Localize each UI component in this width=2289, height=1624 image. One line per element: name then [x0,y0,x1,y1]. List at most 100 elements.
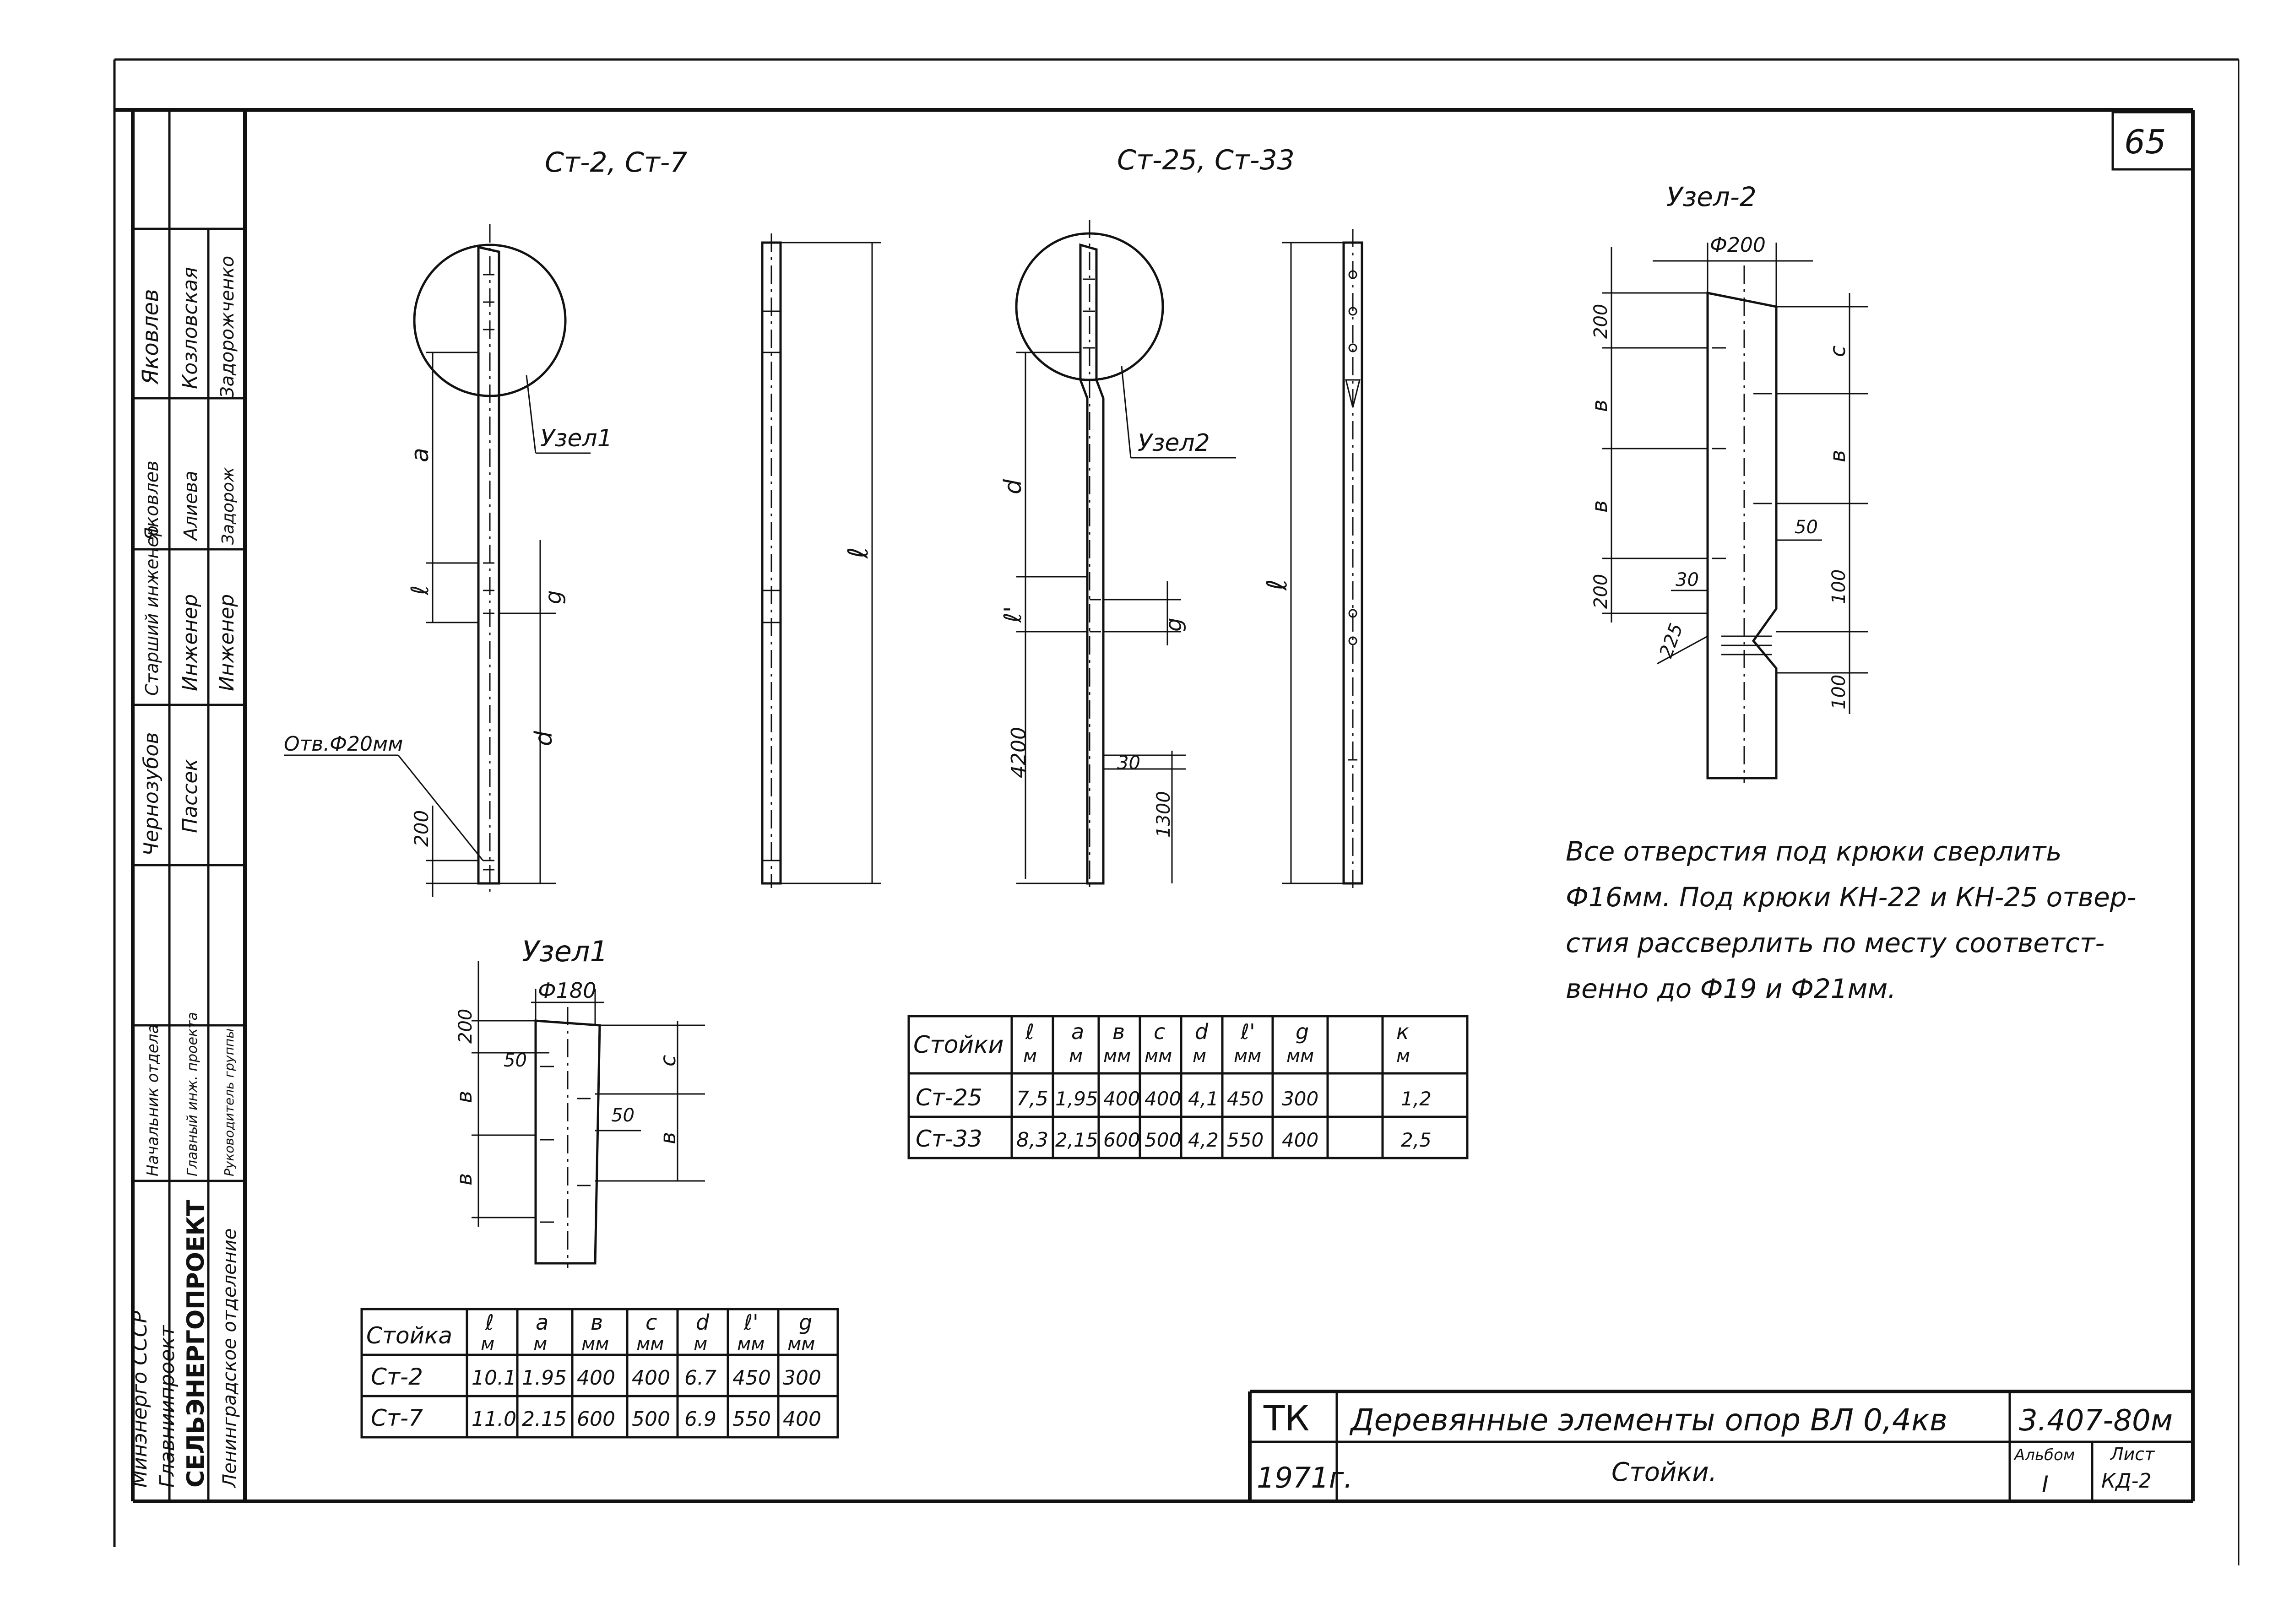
pole-st2-front: Узел1 а ℓ g d 200 Отв.Ф20мм [284,224,613,897]
dim-30-st25: 30 [1117,752,1140,774]
uzel2-b1: в [1587,400,1612,412]
uzel2-detail: Узел-2 Ф200 200 в в 200 с в 50 30 225 10… [1587,181,1868,783]
table-st25-st33: Стойки ℓ м а м в мм с мм d м ℓ' мм g мм … [907,1015,1469,1159]
dim-a-st2: а [407,448,434,462]
general-note: Все отверстия под крюки сверлить Ф16мм. … [1566,836,2137,1004]
note-line-1: Все отверстия под крюки сверлить [1566,836,2062,867]
sidebar-org-1: Минэнерго СССР [128,1311,152,1488]
sidebar-org-2: Главниипроект [156,1325,179,1488]
t2-r0c8: 1,2 [1401,1088,1432,1110]
sidebar-position-3: Инженер [215,594,239,691]
dim-1300-st25: 1300 [1153,791,1174,838]
dim-l1-st25: ℓ' [999,606,1027,623]
sidebar-role-2: Главный инж. проекта [184,1012,201,1176]
title-year: 1971г. [1257,1461,1353,1494]
t2-r1c5: 4,2 [1188,1129,1219,1151]
t2-r1c2: 2,15 [1055,1129,1098,1151]
sidebar-sign-2: Алиева [180,471,201,541]
sidebar-name-1: Яковлев [138,289,163,385]
uzel2-title: Узел-2 [1666,181,1757,212]
t1-r0c4: 400 [632,1366,670,1390]
t2-r1c6: 550 [1227,1129,1264,1151]
t2-r1c4: 500 [1144,1129,1181,1151]
sidebar-name2-2: Пассек [179,758,202,833]
t1-r1c5: 6.9 [684,1407,716,1431]
t1-r0c2: 1.95 [522,1366,567,1390]
uzel1-detail: Узел1 Ф180 200 50 в в с 50 в [452,935,705,1268]
uzel1-50a: 50 [504,1050,527,1071]
t1-r1c4: 500 [632,1407,670,1431]
title-subtitle: Стойки. [1611,1457,1717,1487]
t1-r0c5: 6.7 [684,1366,716,1390]
dim-g-st2: g [541,590,566,604]
uzel2-30: 30 [1676,569,1699,590]
t1-h4: с [645,1310,657,1335]
t1-h6u: мм [737,1334,765,1355]
sidebar-position-2: Инженер [179,594,202,691]
t1-r0c1: 10.1 [472,1366,516,1390]
dim-l-st2: ℓ [407,585,434,595]
sidebar-sign-3: Задорож [219,467,238,545]
dim-d-st25: d [999,479,1027,494]
table-st2-st7: Стойка ℓ м а м в мм с мм d м ℓ' мм g мм … [360,1308,839,1439]
sidebar-stamp: Яковлев Козловская Задорожченко Яковлев … [128,110,245,1501]
t2-h7u: мм [1286,1045,1314,1066]
t2-h0: Стойки [913,1031,1003,1059]
t2-r0c5: 4,1 [1188,1088,1219,1110]
t2-r1c3: 600 [1103,1129,1140,1151]
sidebar-sign-1: Яковлев [141,460,163,541]
t1-r1c2: 2.15 [522,1407,567,1431]
sheet-frame [113,58,2240,1565]
title-album-value: I [2042,1471,2049,1498]
t2-r0c4: 400 [1144,1088,1181,1110]
pole-st2-side: ℓ [761,233,881,888]
note-line-2: Ф16мм. Под крюки КН-22 и КН-25 отвер- [1566,882,2137,913]
page-number-box: 65 [2111,111,2194,171]
t2-h5u: м [1193,1045,1206,1066]
page-number: 65 [2124,123,2166,161]
uzel1-200: 200 [455,1009,476,1044]
uzel2-200a: 200 [1590,304,1611,339]
t1-h3u: мм [581,1334,609,1355]
t1-r0c0: Ст-2 [371,1364,423,1390]
hole-note: Отв.Ф20мм [284,732,403,756]
uzel1-b3: в [656,1132,680,1144]
view-title-st2-st7: Ст-2, Ст-7 [545,146,687,179]
dim-d-st2: d [530,731,558,746]
uzel1-50b: 50 [611,1105,635,1126]
t1-h7u: мм [787,1334,815,1355]
t2-r1c8: 2,5 [1401,1129,1432,1151]
view-title-st25-st33: Ст-25, Ст-33 [1117,144,1295,176]
t2-h3u: мм [1103,1045,1131,1066]
t1-r1c1: 11.0 [472,1407,516,1431]
uzel2-b3: в [1825,450,1850,462]
t2-h1u: м [1023,1045,1037,1066]
uzel1-title: Узел1 [522,935,608,968]
t1-h3: в [591,1310,603,1335]
title-album-label: Альбом [2013,1446,2075,1464]
dim-len-st25: ℓ [1261,579,1293,591]
t2-h8: к [1396,1019,1409,1044]
t1-r1c6: 550 [732,1407,771,1431]
title-sheet-label: Лист [2110,1444,2155,1464]
uzel1-b2: в [452,1173,477,1186]
dim-len-st2: ℓ [842,547,874,559]
t2-h6: ℓ' [1240,1019,1255,1044]
pole-st25-front: Узел2 d ℓ' g 4200 30 1300 [999,220,1236,893]
uzel2-callout-label: Узел2 [1138,429,1210,457]
sidebar-name-2: Козловская [179,267,202,389]
uzel1-b1: в [452,1091,477,1103]
t2-h1: ℓ [1025,1019,1034,1044]
t1-r0c3: 400 [577,1366,615,1390]
sidebar-org-4: Ленинградское отделение [219,1229,240,1489]
t1-r0c6: 450 [732,1366,771,1390]
t2-r1c1: 8,3 [1016,1128,1048,1152]
sidebar-role-1: Начальник отдела [144,1024,162,1176]
uzel1-callout-label: Узел1 [540,425,613,452]
uzel2-dia: Ф200 [1710,233,1766,257]
t2-h3: в [1112,1019,1125,1044]
t2-r0c3: 400 [1103,1088,1140,1110]
t2-r0c6: 450 [1227,1088,1264,1110]
title-block: ТК Деревянные элементы опор ВЛ 0,4кв 3.4… [1248,1390,2193,1501]
